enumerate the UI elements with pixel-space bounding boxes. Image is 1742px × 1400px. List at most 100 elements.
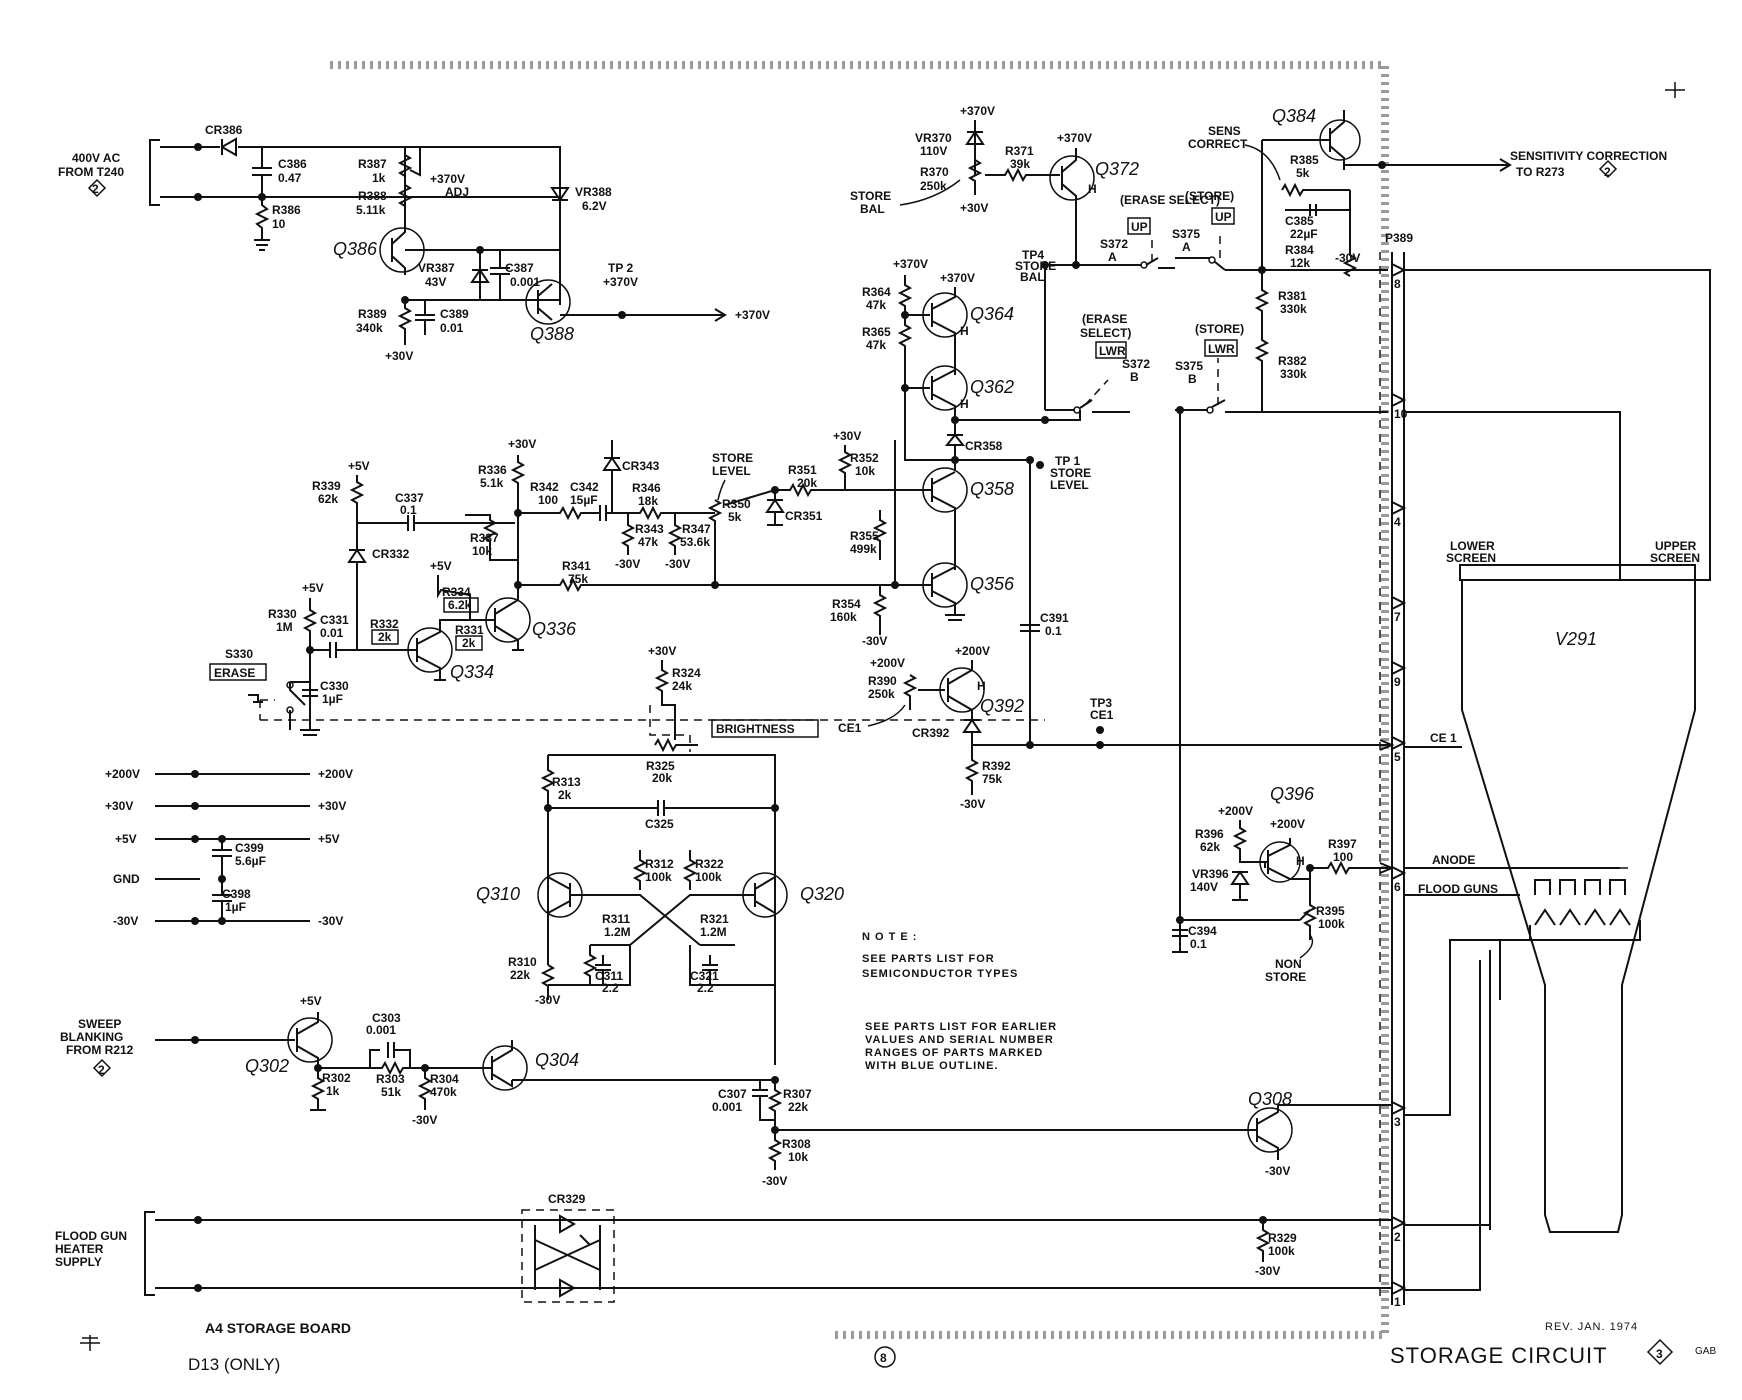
- c385-capacitor: [1285, 204, 1350, 216]
- r352-label: R352: [850, 451, 879, 465]
- tp1-label-2: STORE: [1050, 466, 1091, 480]
- r330-supply-label: +5V: [302, 581, 324, 595]
- crt-face: [1459, 564, 1696, 581]
- cr329-label: CR329: [548, 1192, 586, 1206]
- r310-supply-label: -30V: [535, 993, 560, 1007]
- r381-label: R381: [1278, 289, 1307, 303]
- flood-gun-label-2: HEATER: [55, 1242, 104, 1256]
- s375-up-box: [1211, 207, 1235, 225]
- q396-h-label: H: [1296, 854, 1305, 868]
- r371-label: R371: [1005, 144, 1034, 158]
- sensitivity-correction-ref: 2: [1604, 165, 1611, 179]
- r321-value: 1.2M: [700, 925, 727, 939]
- r390-supply-label: +200V: [870, 656, 905, 670]
- page-marker: 8: [880, 1351, 887, 1365]
- r308-supply-label: -30V: [762, 1174, 787, 1188]
- c398-label: C398: [222, 887, 251, 901]
- q334-label: Q334: [450, 662, 494, 682]
- q308-supply-label: -30V: [1265, 1164, 1290, 1178]
- r324-value: 24k: [672, 679, 692, 693]
- c337-label: C337: [395, 491, 424, 505]
- vr370-label: VR370: [915, 131, 952, 145]
- r347-value: 53.6k: [680, 535, 710, 549]
- r381-r382-resistors: [1254, 270, 1270, 412]
- r343-supply-label: -30V: [615, 557, 640, 571]
- notes-section: N O T E : SEE PARTS LIST FOR SEMICONDUCT…: [862, 931, 1056, 1072]
- tp2-value: +370V: [603, 275, 638, 289]
- erase-select-label-bottom-2: SELECT): [1080, 326, 1131, 340]
- q302-transistor: [287, 1017, 333, 1063]
- r322-label: R322: [695, 857, 724, 871]
- model-label: D13 (ONLY): [188, 1355, 280, 1374]
- store-level-amp-section: +370V +370V R364 47k R365 47k Q364 H Q36…: [765, 257, 1091, 745]
- anode-driver-section: Q396 +200V +200V R396 62k VR396 140V H R…: [1172, 784, 1395, 984]
- multivibrator-section: +30V R324 24k BRIGHTNESS R325 20k R313 2…: [476, 644, 844, 1065]
- r347-label: R347: [682, 522, 711, 536]
- store-level-label-1: STORE: [712, 451, 753, 465]
- q364-label: Q364: [970, 304, 1014, 324]
- cr343-diode: [602, 440, 622, 513]
- cr392-label: CR392: [912, 726, 950, 740]
- vr370-supply-label: +370V: [960, 104, 995, 118]
- flood-gun-plates: [1534, 879, 1626, 895]
- q388-label: Q388: [530, 324, 574, 344]
- r364-value: 47k: [866, 298, 886, 312]
- q336-label: Q336: [532, 619, 577, 639]
- s372-lwr-label: LWR: [1099, 344, 1126, 358]
- q384-label: Q384: [1272, 106, 1316, 126]
- q392-supply-label: +200V: [955, 644, 990, 658]
- c331-value: 0.01: [320, 626, 344, 640]
- connector-pin-number: 1: [1394, 1295, 1401, 1309]
- connector-pin-number: 6: [1394, 880, 1401, 894]
- cr386-diode: [221, 137, 237, 157]
- r302-label: R302: [322, 1071, 351, 1085]
- q364-h-label: H: [960, 324, 969, 338]
- c394-label: C394: [1188, 924, 1217, 938]
- brightness-control-label-box: [711, 719, 819, 738]
- q362-label: Q362: [970, 377, 1014, 397]
- sensitivity-correction-target: TO R273: [1516, 165, 1565, 179]
- title-block: A4 STORAGE BOARD D13 (ONLY) 8 REV. JAN. …: [80, 82, 1716, 1374]
- v291-label: V291: [1555, 629, 1597, 649]
- r337-value: 10k: [472, 544, 492, 558]
- c330-label: C330: [320, 679, 349, 693]
- r312-label: R312: [645, 857, 674, 871]
- r325-label: R325: [646, 759, 675, 773]
- r387-adj-label: +370V: [430, 172, 465, 186]
- c311-value: 2.2: [602, 981, 619, 995]
- q302-label: Q302: [245, 1056, 289, 1076]
- s372a-section: A: [1108, 250, 1117, 264]
- q392-label: Q392: [980, 696, 1024, 716]
- sweep-blanking-label-1: SWEEP: [78, 1017, 121, 1031]
- c389-label: C389: [440, 307, 469, 321]
- r341-label: R341: [562, 559, 591, 573]
- p389-label: P389: [1385, 231, 1413, 245]
- q392-transistor: [939, 667, 985, 713]
- sweep-blanking-label-2: BLANKING: [60, 1030, 123, 1044]
- rail-30-label-left: +30V: [105, 799, 133, 813]
- vr370-value: 110V: [920, 144, 947, 158]
- r343-value: 47k: [638, 535, 658, 549]
- c330-value: 1µF: [322, 692, 343, 706]
- lower-screen-label-1: LOWER: [1450, 539, 1495, 553]
- connector-pin-number: 10: [1394, 407, 1408, 421]
- connector-pin-arrow: [1391, 393, 1407, 407]
- connector-pin-number: 4: [1394, 515, 1401, 529]
- connector-pin-number: 5: [1394, 750, 1401, 764]
- r395-label: R395: [1316, 904, 1345, 918]
- r396-label: R396: [1195, 827, 1224, 841]
- r364-supply-label: +370V: [893, 257, 928, 271]
- r324-supply-label: +30V: [648, 644, 676, 658]
- rail-5-label-left: +5V: [115, 832, 137, 846]
- blue-note-line-2: VALUES AND SERIAL NUMBER: [865, 1034, 1054, 1046]
- r350-label: R350: [722, 497, 751, 511]
- note-line-2: SEMICONDUCTOR TYPES: [862, 968, 1018, 980]
- flood-gun-label-1: FLOOD GUN: [55, 1229, 127, 1243]
- sensitivity-correction-label: SENSITIVITY CORRECTION: [1510, 149, 1667, 163]
- r355-value: 499k: [850, 542, 877, 556]
- upper-screen-label-2: SCREEN: [1650, 551, 1700, 565]
- revision-label: REV. JAN. 1974: [1545, 1321, 1638, 1333]
- vr388-value: 6.2V: [582, 199, 607, 213]
- r392-value: 75k: [982, 772, 1002, 786]
- r330-label: R330: [268, 607, 297, 621]
